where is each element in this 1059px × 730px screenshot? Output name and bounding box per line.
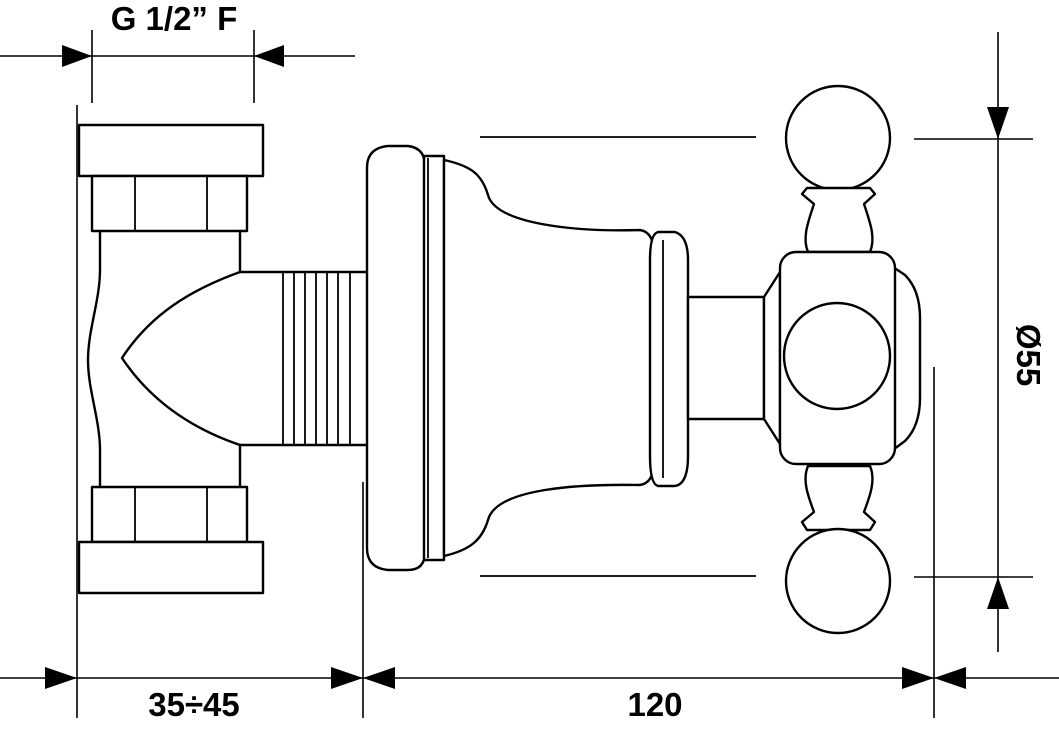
arrow-right-icon	[62, 45, 92, 67]
arrow-up-icon	[987, 577, 1009, 609]
arrow-left-icon	[254, 45, 284, 67]
arrow-left-icon	[363, 667, 395, 689]
diameter-dimension: Ø55	[914, 32, 1047, 652]
thread-dimension: G 1/2” F	[0, 0, 355, 103]
rosette	[365, 144, 446, 572]
length-label: 120	[627, 686, 682, 723]
cross-handle	[762, 84, 922, 635]
bottom-dimensions: 35÷45 120	[0, 105, 1059, 723]
bell-housing	[442, 136, 766, 577]
arrow-right-icon	[331, 667, 363, 689]
thread-label: G 1/2” F	[111, 0, 238, 37]
diameter-label: Ø55	[1010, 324, 1047, 386]
wall-range-label: 35÷45	[148, 686, 240, 723]
arrow-right-icon	[45, 667, 77, 689]
valve-body	[77, 123, 369, 595]
arrow-right-icon	[902, 667, 934, 689]
arrow-left-icon	[934, 667, 966, 689]
arrow-down-icon	[987, 107, 1009, 139]
